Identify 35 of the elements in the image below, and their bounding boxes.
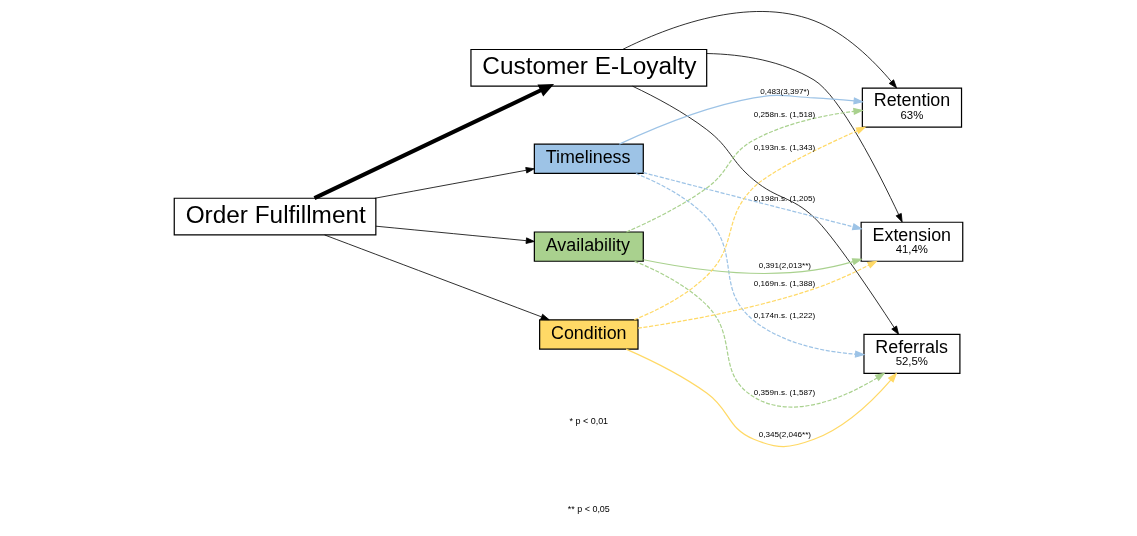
node-box: Referrals 52,5% [863, 333, 961, 375]
arrow [634, 260, 886, 408]
arrow [313, 83, 555, 200]
node-box: Retention 63% [861, 87, 963, 128]
edge-label: 0,258n.s. (1,518) [753, 110, 816, 120]
edge-label: 0,483(3,397*) [760, 86, 810, 96]
arrow [625, 348, 898, 448]
arrow [632, 85, 899, 335]
arrow [622, 11, 897, 89]
edge-label: 0,193n.s. (1,343) [753, 142, 816, 152]
node-box: Extension 41,4% [860, 221, 964, 262]
arrow [374, 167, 535, 199]
arrow [635, 172, 866, 358]
arrow [633, 126, 867, 321]
node-box: Timeliness [533, 143, 644, 175]
arrow [706, 53, 903, 223]
arrow [642, 172, 863, 231]
arrow [637, 260, 878, 329]
node-box: Customer E-Loyalty [470, 48, 708, 87]
arrow [625, 107, 864, 233]
node-box: Order Fulfillment [173, 197, 377, 236]
arrow [642, 258, 863, 274]
edge-label: 0,391(2,013**) [758, 260, 812, 270]
label: * p < 0,01 [569, 416, 609, 427]
node-box: Condition [539, 319, 639, 350]
edge-label: 0,198n.s. (1,205) [753, 194, 816, 204]
arrow [375, 225, 535, 244]
arrow [324, 234, 550, 321]
arrow [618, 94, 865, 145]
label: ** p < 0,05 [567, 504, 610, 515]
node-box: Availability [533, 231, 644, 262]
edge-label: 0,169n.s. (1,388) [753, 279, 816, 289]
edge-label: 0,174n.s. (1,222) [753, 311, 816, 321]
edge-label: 0,359n.s. (1,587) [753, 387, 816, 397]
edge-label: 0,345(2,046**) [758, 429, 812, 439]
